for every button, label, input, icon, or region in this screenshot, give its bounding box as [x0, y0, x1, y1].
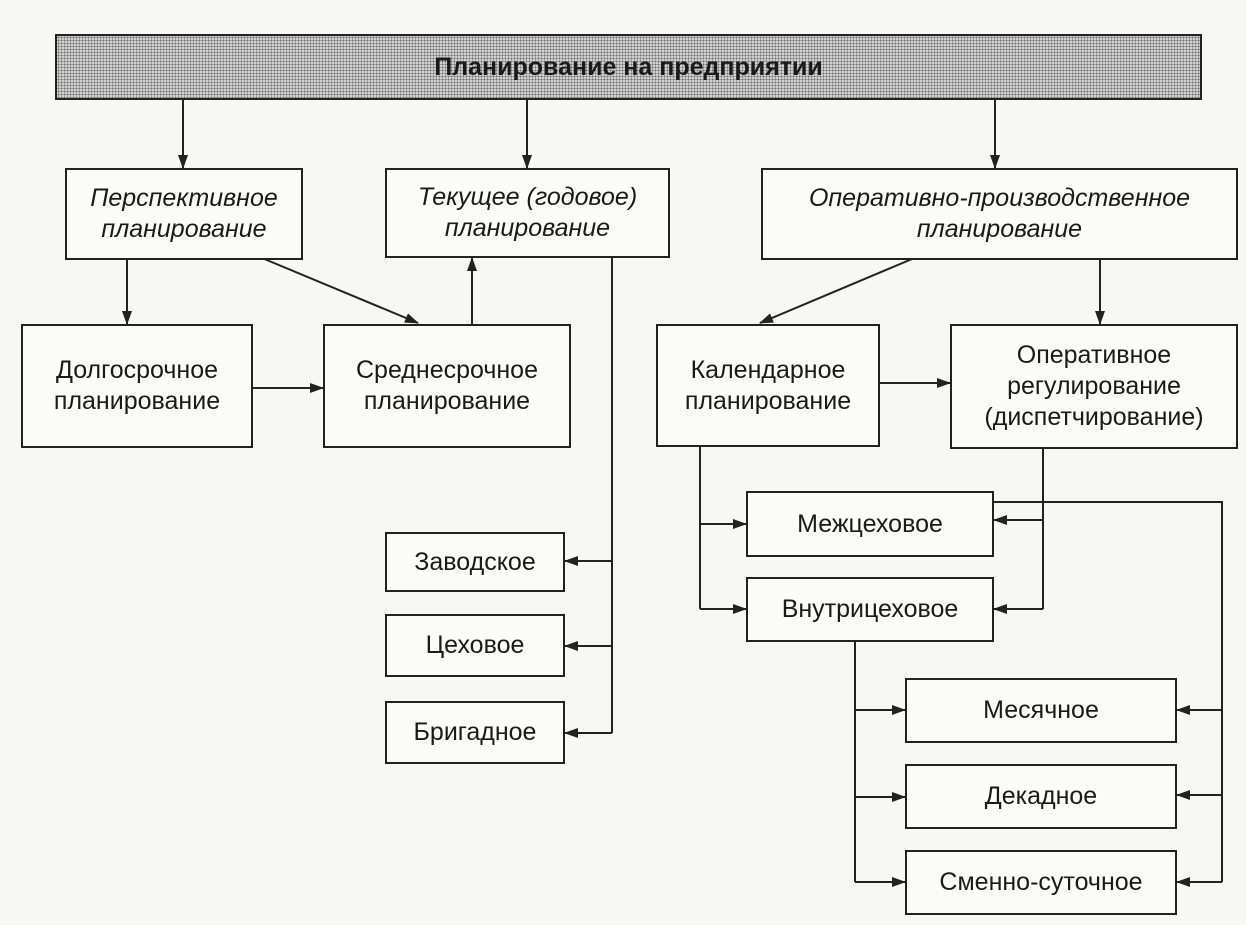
node-shift-daily: Сменно-суточное: [905, 850, 1177, 915]
node-decade: Декадное: [905, 764, 1177, 829]
line-inter-shop-outer-trunk: [994, 501, 1223, 882]
node-perspective-planning: Перспективное планирование: [65, 168, 303, 260]
node-factory: Заводское: [385, 532, 565, 592]
node-monthly: Месячное: [905, 678, 1177, 743]
node-long-term-planning: Долгосрочное планирование: [21, 324, 253, 448]
node-calendar-planning: Календарное планирование: [656, 324, 880, 447]
node-inter-shop: Межцеховое: [746, 491, 994, 557]
node-workshop: Цеховое: [385, 614, 565, 677]
node-current-planning: Текущее (годовое) планирование: [385, 168, 670, 258]
root-node-title: Планирование на предприятии: [55, 34, 1202, 100]
arrow-operational-to-calendar: [759, 258, 913, 324]
node-brigade: Бригадное: [385, 701, 565, 764]
node-dispatching: Оперативное регулирование (диспетчирован…: [950, 324, 1238, 449]
node-operational-planning: Оперативно-производственное планирование: [761, 168, 1238, 260]
arrow-perspective-to-mid-term: [261, 257, 419, 324]
node-mid-term-planning: Среднесрочное планирование: [323, 324, 571, 448]
node-intra-shop: Внутрицеховое: [746, 577, 994, 642]
